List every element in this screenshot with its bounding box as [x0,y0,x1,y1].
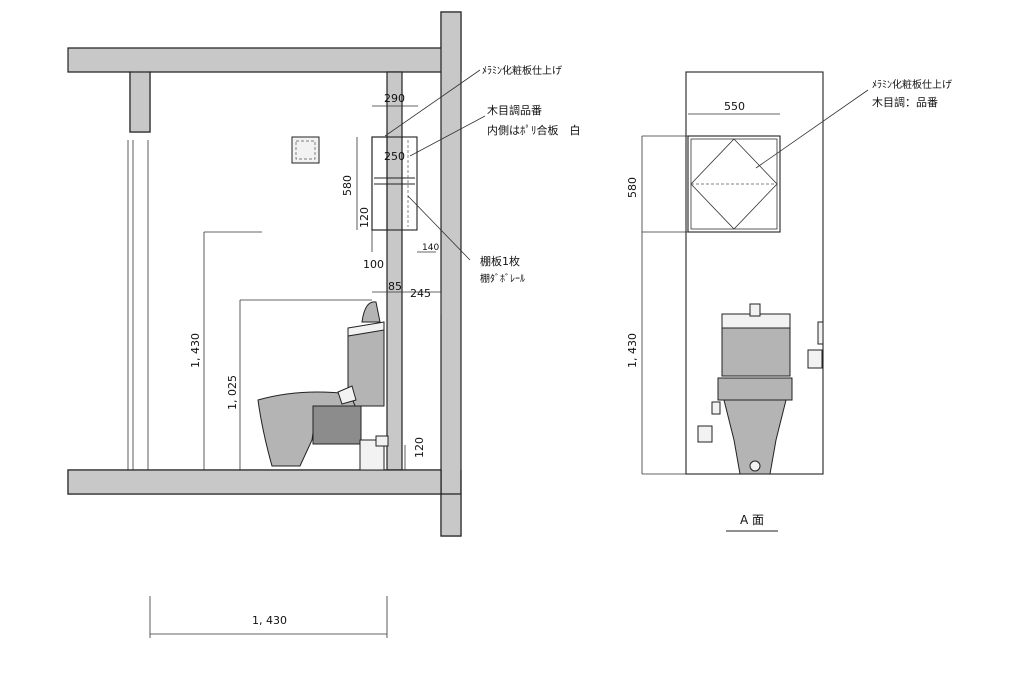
section-view: 290 250 580 120 140 100 85 245 1, 430 1,… [67,11,581,638]
dim-250: 250 [384,150,405,163]
dim-100: 100 [363,258,384,271]
remote-front [711,401,721,415]
note-shelf-2: 棚ﾀﾞﾎﾞﾚｰﾙ [480,272,525,285]
elev-dim-580: 580 [626,177,639,198]
dim-140: 140 [422,243,439,253]
elevation-cabinet [687,135,781,233]
dim-580: 580 [341,175,354,196]
note-wood-2: 内側はﾎﾟﾘ合板 白 [487,123,581,137]
dim-1025-vertical: 1, 025 [226,375,239,410]
elev-leader [755,89,869,169]
toilet-seat-front [717,377,793,401]
side-switch [807,349,823,369]
toilet-bowl-front [723,399,787,475]
right-wall [386,71,403,471]
elev-note-wood: 木目調：品番 [872,95,938,109]
tank-spout [361,301,381,323]
dim-1430-vertical: 1, 430 [189,333,202,368]
elevation-caption: A 面 [740,513,764,527]
dim-290: 290 [384,92,405,105]
vent-fan-inner [295,140,316,160]
dim-245: 245 [410,287,431,300]
wall-cabinet-body [371,136,418,231]
water-valve-front [697,425,713,443]
elev-dim-1430: 1, 430 [626,333,639,368]
toilet-seat-box [312,405,362,445]
left-door-frame [129,71,151,133]
side-panel [817,321,824,345]
remote-panel [337,385,357,405]
leader-finish [384,69,481,137]
floor-drain [749,460,761,472]
dim-85: 85 [388,280,402,293]
tank-lid [347,321,385,337]
note-shelf-1: 棚板1枚 [480,254,520,268]
note-finish: ﾒﾗﾐﾝ化粧板仕上げ [482,64,562,77]
elevation-view: 550 580 1, 430 ﾒﾗﾐﾝ化粧板仕上げ 木目調：品番 A 面 [626,71,952,532]
cabinet-diamond [690,138,778,230]
elev-note-finish: ﾒﾗﾐﾝ化粧板仕上げ [872,78,952,91]
tank-spout-front [749,303,761,317]
floor-band [67,469,442,495]
dim-120-board: 120 [358,207,371,228]
water-pipe [375,435,389,447]
leader-wood [409,115,486,157]
leader-shelf [407,195,471,261]
note-wood-1: 木目調品番 [487,103,542,117]
elev-dim-550: 550 [724,100,745,113]
dim-1430-room: 1, 430 [252,614,287,627]
dim-120-floor: 120 [413,437,426,458]
